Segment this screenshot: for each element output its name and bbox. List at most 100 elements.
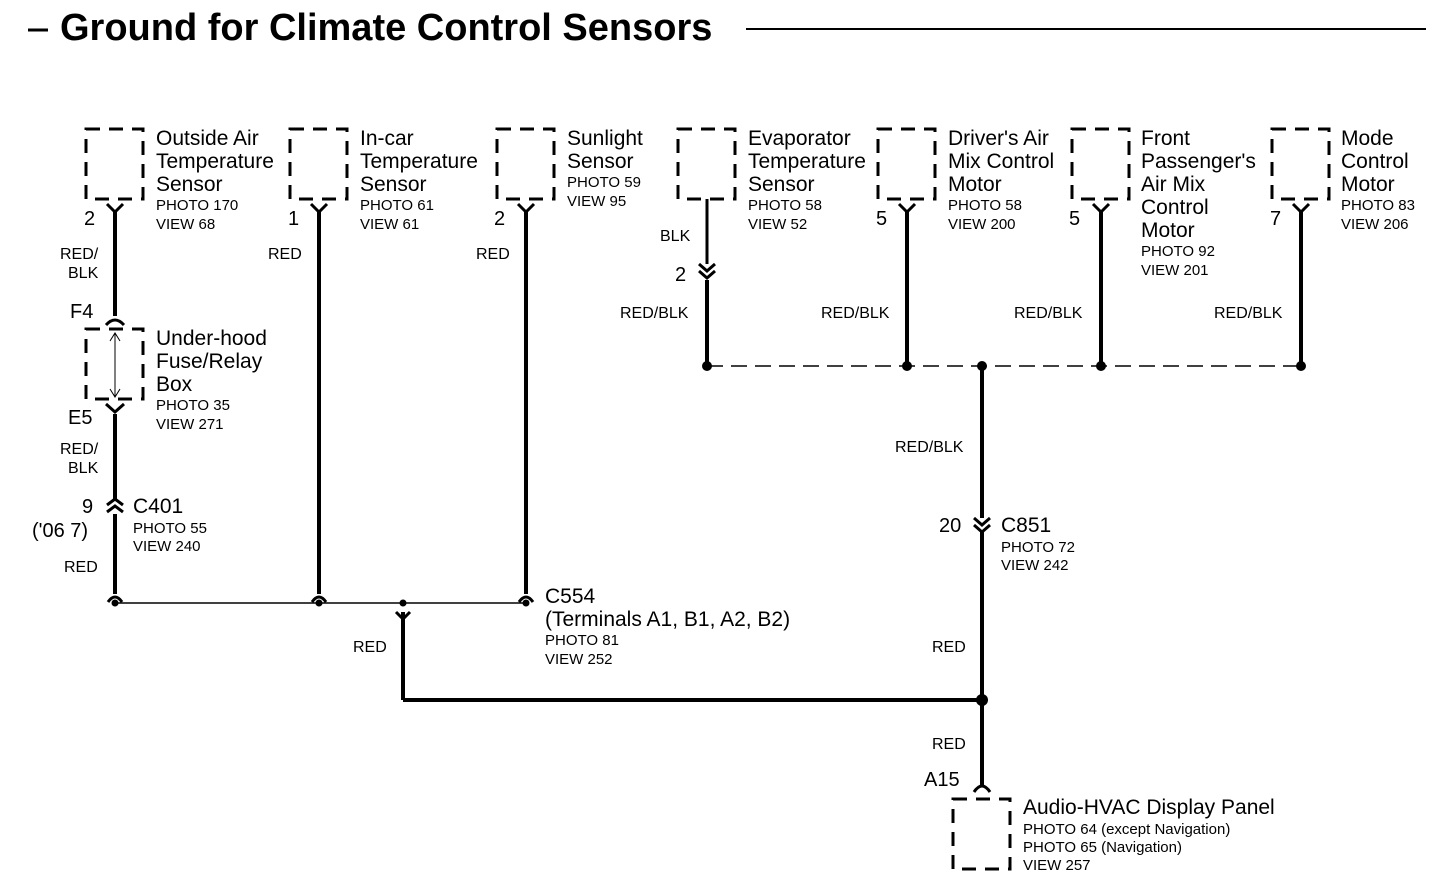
c554-photo: PHOTO 81 [545,632,619,649]
outside-air-sensor-box [84,127,145,201]
title-block: Ground for Climate Control Sensors [28,7,1426,49]
mode-control-name-2: Control [1341,150,1409,173]
front-passenger-terminal [1091,202,1111,215]
fuse-box-pin-e5: E5 [68,407,92,429]
c851-pin: 20 [939,515,961,537]
outside-air-view: VIEW 68 [156,216,215,233]
fuse-box-name-1: Under-hood [156,327,267,350]
wire-label-c851-out: RED [932,639,966,656]
wires [113,199,1303,786]
in-car-name-2: Temperature [360,150,478,173]
audio-hvac-view: VIEW 257 [1023,857,1091,874]
driver-air-mix-view: VIEW 200 [948,216,1016,233]
wire-label-fuse-2: BLK [68,460,99,477]
c401-photo: PHOTO 55 [133,520,207,537]
fuse-relay-box [84,327,145,401]
driver-air-mix-motor-box [876,127,937,201]
front-pass-photo: PHOTO 92 [1141,243,1215,260]
fuse-e5-terminal [105,402,125,415]
outside-air-pin: 2 [84,208,95,230]
front-passenger-air-mix-label: Front Passenger's Air Mix Control Motor … [1069,127,1256,279]
wire-label-to-c851: RED/BLK [895,439,964,456]
sunlight-name-1: Sunlight [567,127,643,150]
splice-mode-control [1296,361,1306,371]
outside-air-name-1: Outside Air [156,127,259,150]
mode-control-name-1: Mode [1341,127,1394,150]
in-car-photo: PHOTO 61 [360,197,434,214]
wire-label-front-pass: RED/BLK [1014,305,1083,322]
audio-panel-terminal [972,784,992,793]
audio-hvac-pin: A15 [924,769,960,791]
mode-control-motor-box [1270,127,1331,201]
c554-terminal-1 [106,595,124,603]
in-car-pin: 1 [288,208,299,230]
c401-terminal-top [106,497,124,507]
splice-c554-4 [522,599,530,607]
in-car-view: VIEW 61 [360,216,419,233]
fuse-relay-box-label: Under-hood Fuse/Relay Box PHOTO 35 VIEW … [68,301,267,433]
splice-audio-junction [976,694,988,706]
evaporator-photo: PHOTO 58 [748,197,822,214]
c401-view: VIEW 240 [133,538,201,555]
front-passenger-air-mix-motor-box [1070,127,1131,201]
c851-name: C851 [1001,514,1051,537]
splice-driver-air-mix [902,361,912,371]
wire-label-c554-out: RED [353,639,387,656]
audio-hvac-panel-label: Audio-HVAC Display Panel PHOTO 64 (excep… [924,769,1275,874]
evaporator-connector-a [698,262,716,273]
evaporator-sensor-label: Evaporator Temperature Sensor PHOTO 58 V… [675,127,866,286]
splice-front-passenger [1096,361,1106,371]
c851-view: VIEW 242 [1001,557,1069,574]
wire-color-labels: RED/ BLK RED/ BLK RED RED RED RED BLK RE… [60,228,1283,753]
c401-pin-alt: ('06 7) [32,520,88,542]
mode-control-name-3: Motor [1341,173,1395,196]
evaporator-sensor-box [676,127,737,201]
audio-hvac-name: Audio-HVAC Display Panel [1023,796,1275,819]
wire-label-audio: RED [932,736,966,753]
splices [111,361,1306,706]
wire-label-outside-1: RED/ [60,246,99,263]
c554-terminal-2 [310,595,328,603]
in-car-sensor-label: In-car Temperature Sensor PHOTO 61 VIEW … [288,127,478,233]
mode-control-terminal [1291,202,1311,215]
c851-terminal-top [973,516,991,527]
c401-pin: 9 [82,496,93,518]
wire-label-mode: RED/BLK [1214,305,1283,322]
outside-air-sensor-label: Outside Air Temperature Sensor PHOTO 170… [84,127,274,233]
outside-air-photo: PHOTO 170 [156,197,238,214]
c554-terminal-3 [517,595,535,603]
c401-label: C401 PHOTO 55 VIEW 240 9 ('06 7) [32,495,207,555]
sunlight-view: VIEW 95 [567,193,626,210]
front-pass-pin: 5 [1069,208,1080,230]
in-car-sensor-box [288,127,349,201]
front-pass-name-4: Control [1141,196,1209,219]
mode-control-pin: 7 [1270,208,1281,230]
c554-terminals: (Terminals A1, B1, A2, B2) [545,608,790,631]
splice-c554-3 [399,599,407,607]
fuse-box-name-2: Fuse/Relay [156,350,263,373]
wire-label-driver: RED/BLK [821,305,890,322]
driver-air-mix-name-1: Driver's Air [948,127,1049,150]
fuse-f4-terminal [104,318,126,327]
splice-evaporator [702,361,712,371]
front-pass-name-3: Air Mix [1141,173,1206,196]
audio-hvac-photo-2: PHOTO 65 (Navigation) [1023,839,1182,856]
in-car-terminal [309,202,329,215]
evaporator-name-1: Evaporator [748,127,851,150]
splice-main [977,361,987,371]
evaporator-view: VIEW 52 [748,216,807,233]
audio-hvac-panel-box [951,797,1012,871]
wire-label-fuse-1: RED/ [60,441,99,458]
wire-label-c401: RED [64,559,98,576]
outside-air-name-3: Sensor [156,173,223,196]
evaporator-pin: 2 [675,264,686,286]
c554-view: VIEW 252 [545,651,613,668]
c554-name: C554 [545,585,596,608]
page-title: Ground for Climate Control Sensors [60,7,712,49]
wire-label-outside-2: BLK [68,265,99,282]
fuse-box-name-3: Box [156,373,193,396]
driver-air-mix-name-2: Mix Control [948,150,1054,173]
c851-label: C851 PHOTO 72 VIEW 242 20 [939,514,1075,574]
sunlight-pin: 2 [494,208,505,230]
